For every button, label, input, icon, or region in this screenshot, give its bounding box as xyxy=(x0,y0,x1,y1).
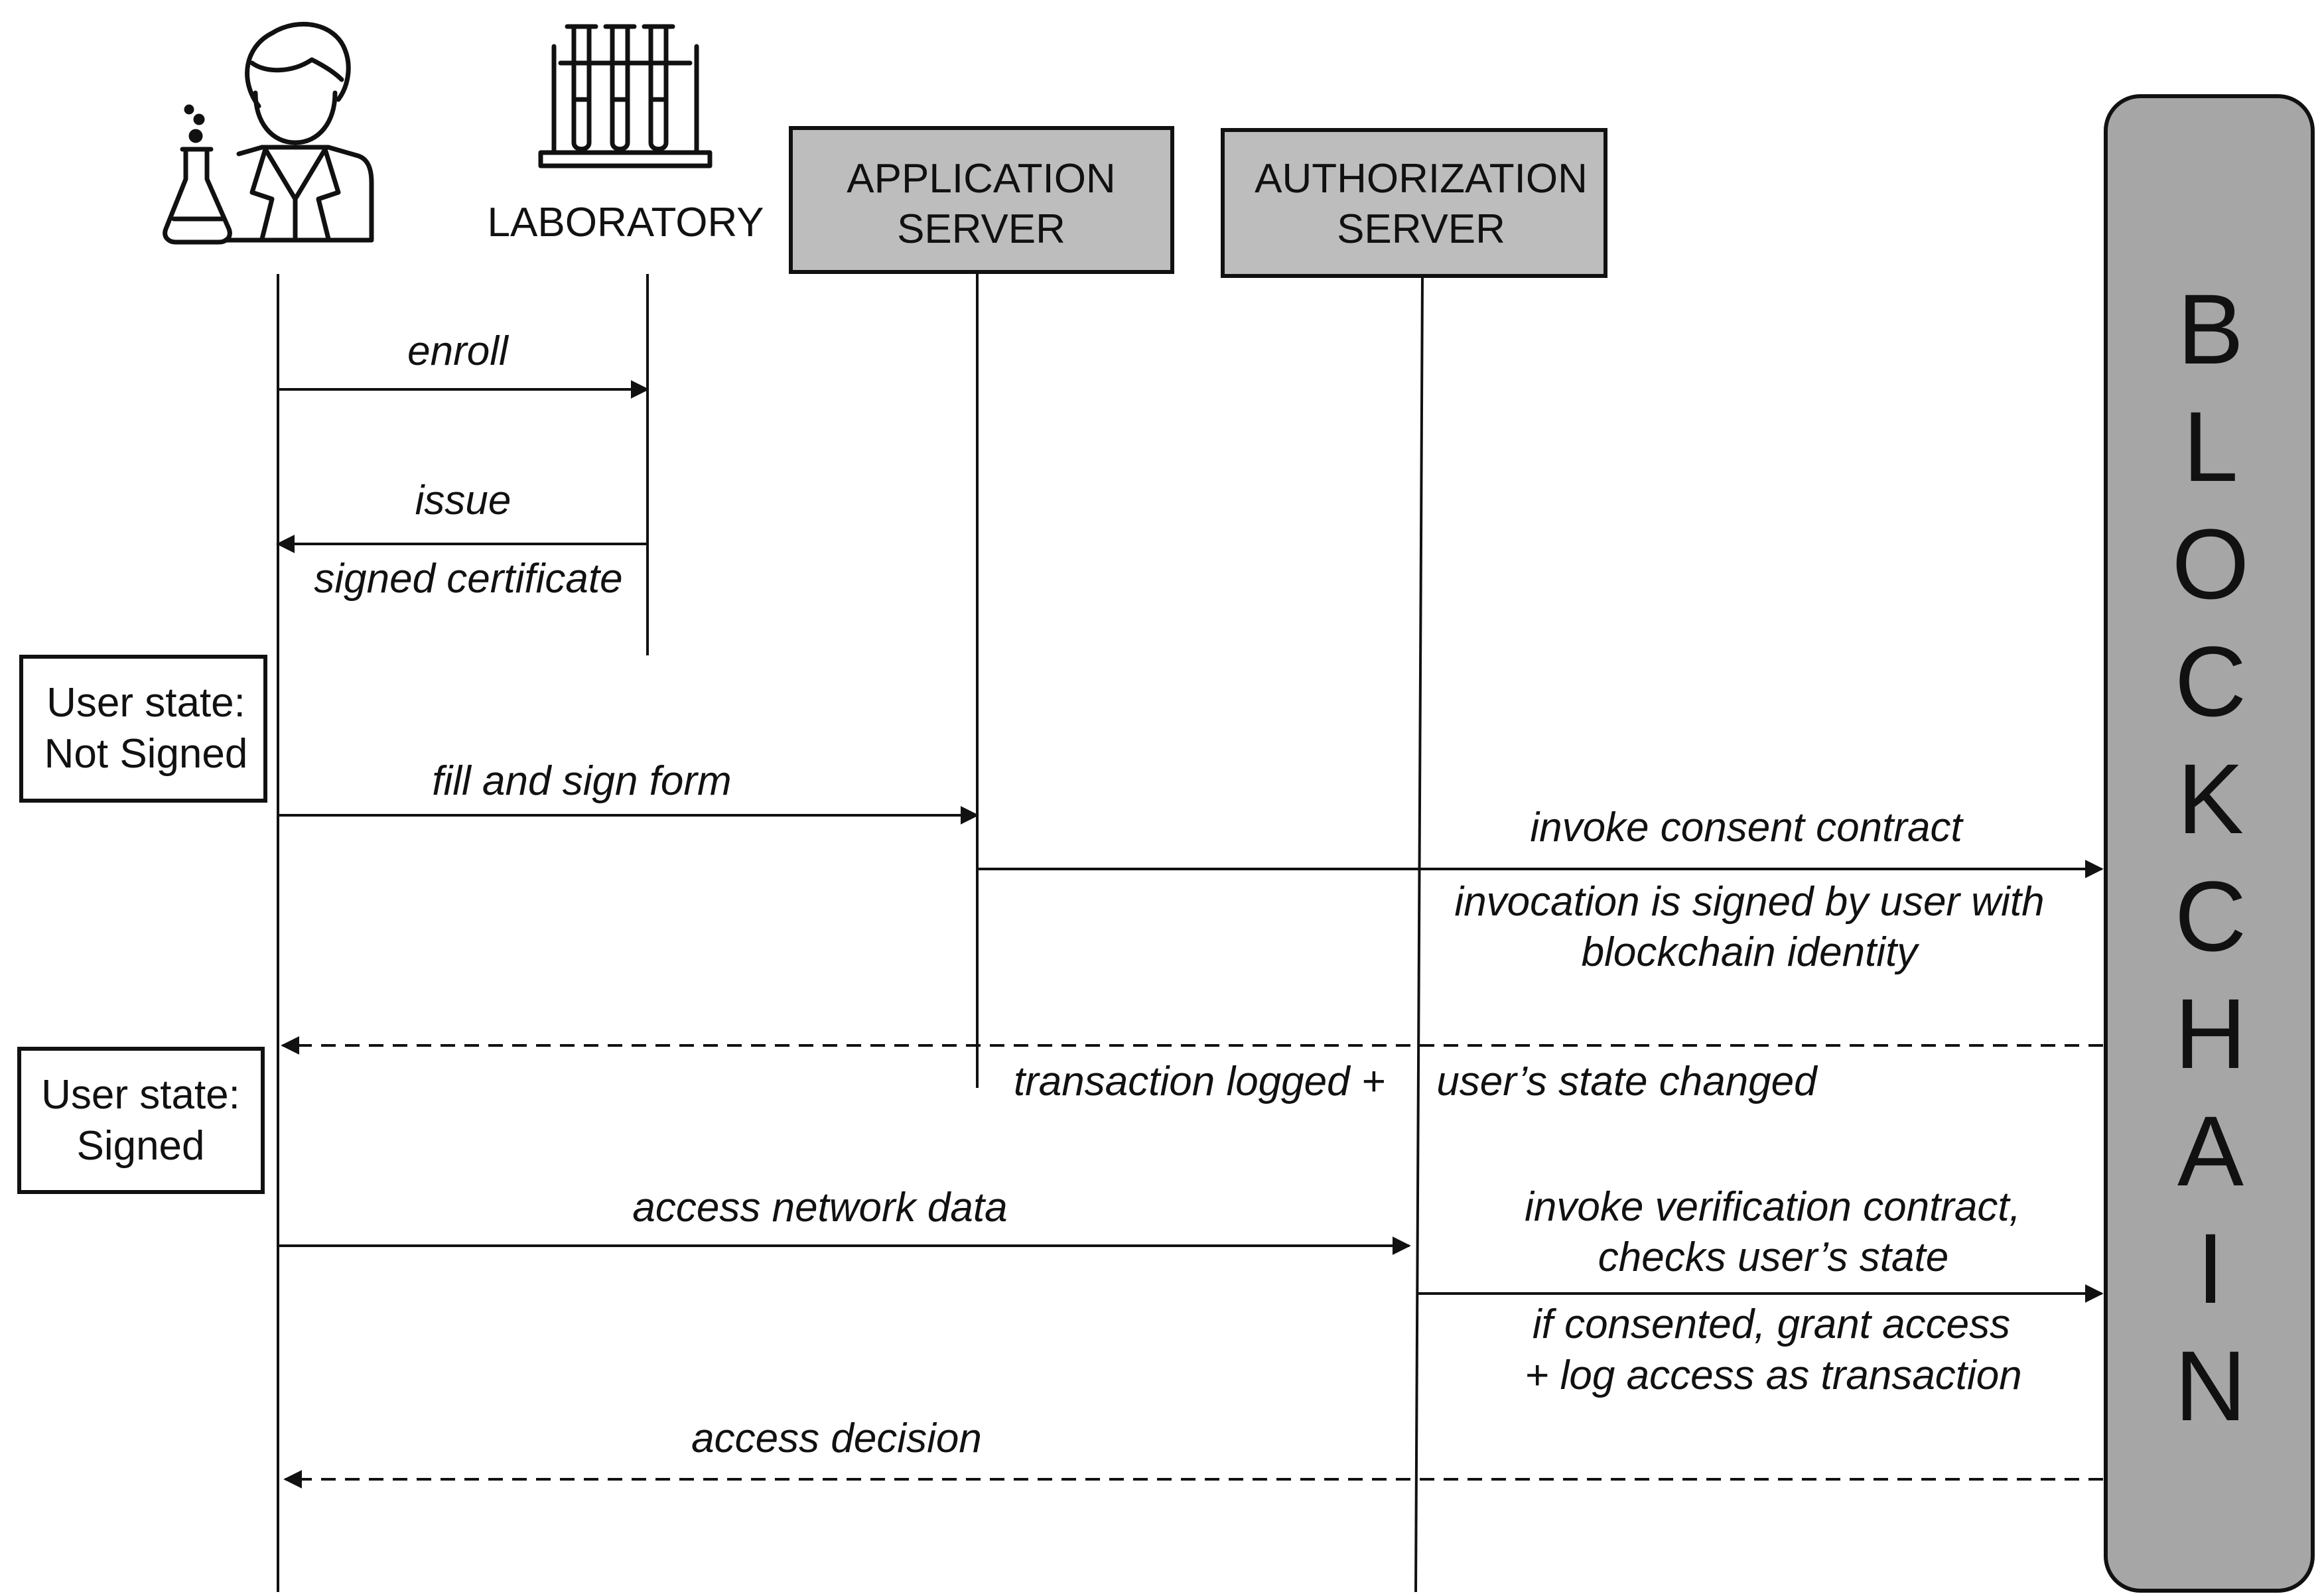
blockchain-letter: A xyxy=(2177,1095,2244,1207)
blockchain-letter: C xyxy=(2175,626,2246,737)
authorization-server-actor: AUTHORIZATION SERVER xyxy=(1221,128,1607,278)
state-changed-label: user’s state changed xyxy=(1436,1059,1818,1104)
authorization-server-label-line2: SERVER xyxy=(1337,206,1505,252)
invoke-verification-line1: invoke verification contract, xyxy=(1525,1184,2021,1230)
if-consented-line1: if consented, grant access xyxy=(1533,1301,2010,1347)
scientist-icon xyxy=(163,21,374,245)
blockchain-letter: K xyxy=(2177,743,2244,854)
authorization-server-label-line1: AUTHORIZATION xyxy=(1255,156,1588,202)
invoke-consent-label: invoke consent contract xyxy=(1530,805,1964,850)
user-state-signed: User state: Signed xyxy=(17,1047,265,1194)
application-server-actor: APPLICATION SERVER xyxy=(789,126,1174,274)
blockchain-letter: B xyxy=(2177,273,2244,385)
state-not-signed-line1: User state: xyxy=(46,680,245,726)
invocation-signed-line2: blockchain identity xyxy=(1582,929,1921,975)
access-decision-label: access decision xyxy=(691,1416,982,1461)
issue-label: issue xyxy=(415,478,512,523)
authorization-server-lifeline xyxy=(1414,277,1424,1593)
laboratory-label: LABORATORY xyxy=(488,200,764,245)
blockchain-letter: O xyxy=(2172,508,2250,620)
enroll-label: enroll xyxy=(407,328,510,374)
invocation-signed-line1: invocation is signed by user with xyxy=(1454,879,2044,925)
user-state-not-signed: User state: Not Signed xyxy=(19,655,267,803)
application-server-label-line2: SERVER xyxy=(897,206,1065,252)
blockchain-letter: H xyxy=(2175,978,2246,1089)
invoke-verification-line2: checks user’s state xyxy=(1598,1234,1948,1280)
state-signed-line1: User state: xyxy=(41,1072,240,1118)
application-server-label-line1: APPLICATION xyxy=(847,156,1115,202)
transaction-logged-label: transaction logged + xyxy=(1014,1059,1385,1104)
access-network-label: access network data xyxy=(632,1185,1007,1230)
blockchain-letter: N xyxy=(2175,1330,2246,1441)
if-consented-line2: + log access as transaction xyxy=(1525,1353,2022,1398)
blockchain-letter: C xyxy=(2175,860,2246,972)
fill-and-sign-label: fill and sign form xyxy=(432,758,731,804)
test-tubes-icon xyxy=(538,24,713,168)
blockchain-letter: L xyxy=(2183,391,2238,502)
state-signed-line2: Signed xyxy=(76,1123,204,1169)
state-not-signed-line2: Not Signed xyxy=(44,731,248,777)
signed-certificate-label: signed certificate xyxy=(314,556,622,602)
blockchain-letter: I xyxy=(2197,1213,2224,1324)
